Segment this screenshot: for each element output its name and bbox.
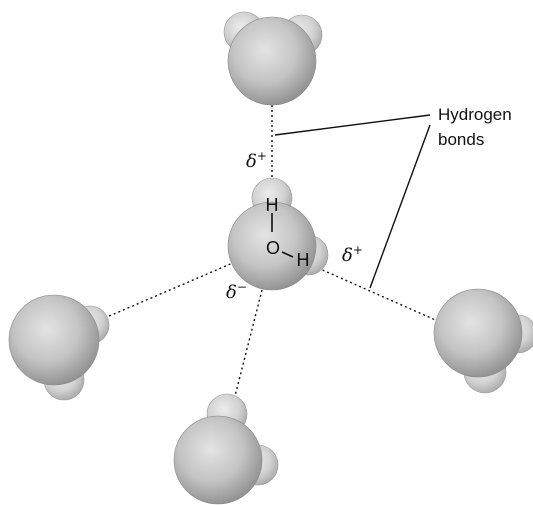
atom-label-h-right: H [297,250,310,270]
oxygen-atom [173,415,263,505]
plus-sign: + [257,149,267,163]
water-molecule-top [223,11,323,106]
delta-symbol: δ [246,151,257,172]
water-molecule-left [8,294,110,401]
water-molecule-center: H O H [227,177,329,291]
hbond-left [99,261,236,321]
oxygen-atom [227,201,317,291]
hbond-bottom [232,289,263,405]
hydrogen-bonds-callout: Hydrogen bonds [274,105,512,289]
atom-label-h-top: H [266,195,279,215]
hydrogen-bond-lines [99,95,441,405]
callout-leader-top [274,114,431,136]
partial-charge-top: δ+ [246,149,267,172]
covalent-bond-diagonal [281,251,294,258]
partial-charge-right: δ+ [342,243,363,266]
plus-sign: + [353,243,363,257]
oxygen-atom [433,288,523,378]
minus-sign: − [237,280,247,294]
callout-label-line1: Hydrogen [438,105,512,124]
partial-charge-minus: δ− [226,280,247,303]
oxygen-atom [227,16,317,106]
delta-symbol: δ [226,282,237,303]
water-molecule-bottom [173,393,279,505]
water-molecule-right [433,288,533,394]
atom-label-o: O [266,238,280,258]
oxygen-atom [8,294,100,386]
callout-leader-right [369,124,431,289]
hbond-right [317,267,441,323]
callout-label-line2: bonds [438,130,484,149]
delta-symbol: δ [342,245,353,266]
